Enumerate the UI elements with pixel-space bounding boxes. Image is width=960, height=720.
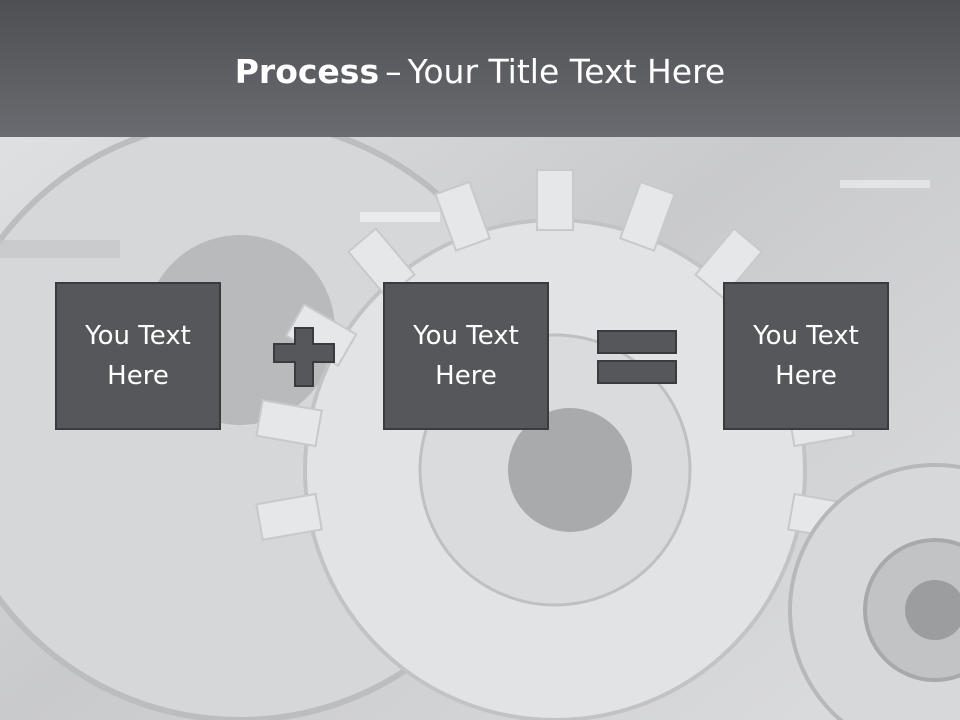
title-bold-text: Process — [234, 52, 380, 91]
slide-title[interactable]: Process–Your Title Text Here — [0, 52, 960, 91]
text-box-3-label: You Text Here — [753, 321, 859, 391]
text-box-2[interactable]: You Text Here — [383, 282, 549, 430]
title-separator: – — [385, 52, 402, 91]
title-bar: Process–Your Title Text Here — [0, 0, 960, 137]
text-box-3[interactable]: You Text Here — [723, 282, 889, 430]
title-rest-text: Your Title Text Here — [407, 52, 726, 91]
text-box-1-label: You Text Here — [85, 321, 191, 391]
text-box-2-label: You Text Here — [413, 321, 519, 391]
text-box-1[interactable]: You Text Here — [55, 282, 221, 430]
